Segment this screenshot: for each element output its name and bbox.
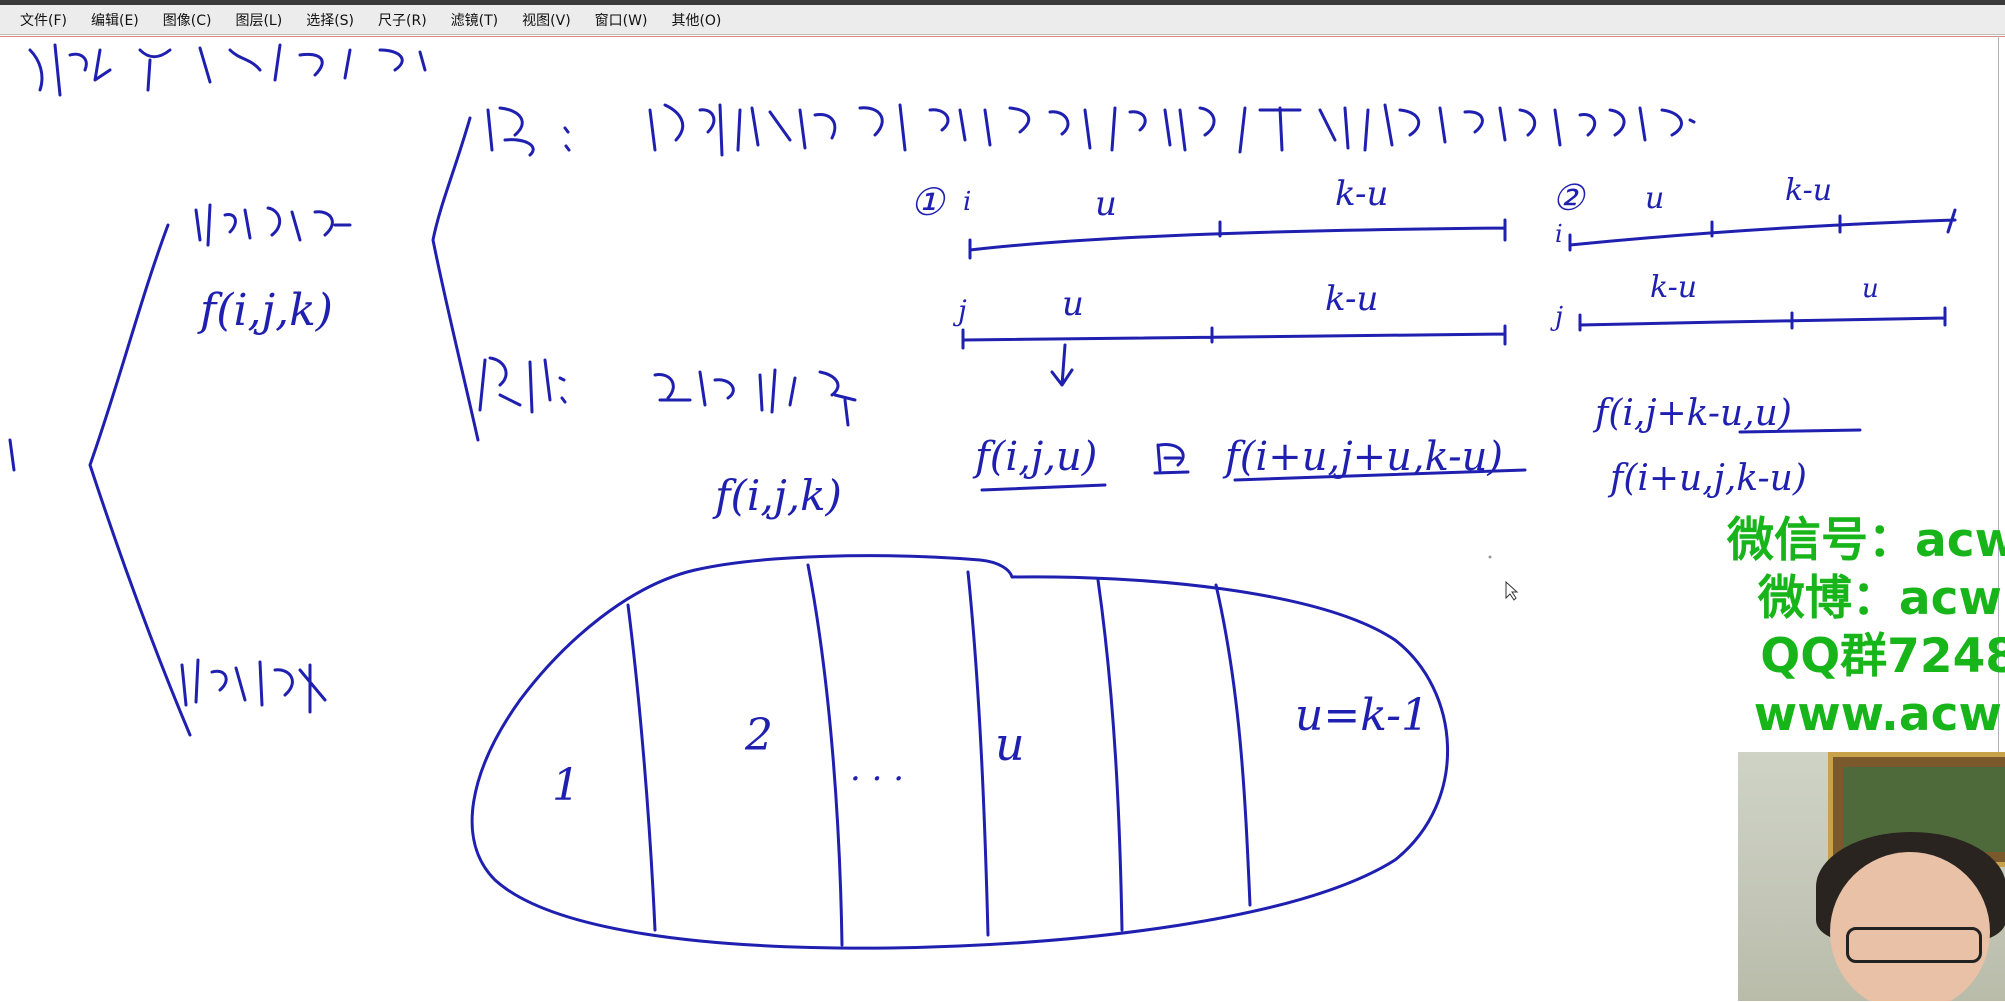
case-1-line-top: [968, 218, 1507, 260]
attribute-value-scribble: [653, 368, 857, 427]
menu-edit[interactable]: 编辑(E): [90, 12, 139, 29]
middle-brace: [431, 116, 480, 442]
left-stub: [8, 438, 16, 472]
title-strip: [0, 0, 2005, 5]
case-1-underline-left: [980, 483, 1107, 492]
canvas-right-border: [1998, 36, 1999, 1001]
menu-filter[interactable]: 滤镜(T): [450, 12, 499, 29]
menu-layer[interactable]: 图层(L): [235, 12, 283, 29]
case-1-u-top: u: [1095, 184, 1117, 224]
watermark-weibo: 微博：acwi: [1757, 571, 2005, 626]
case-1-f-left: f(i,j,u): [972, 434, 1097, 480]
menu-image[interactable]: 图像(C): [162, 12, 212, 29]
case-2-ku-bottom: k-u: [1650, 270, 1697, 305]
watermark-qq: QQ群7248: [1760, 629, 2005, 684]
state-representation-scribble: [194, 203, 352, 247]
partition-line-4: [1096, 578, 1124, 932]
case-2-f-bottom: f(i+u,j,k-u): [1607, 458, 1807, 499]
case-2-u-top: u: [1645, 181, 1664, 216]
case-2-f-top: f(i,j+k-u,u): [1592, 393, 1792, 434]
partition-line-2: [806, 563, 844, 947]
heading-scribble: [28, 43, 427, 97]
segment-k-label: u=k-1: [1295, 690, 1429, 741]
menu-ruler[interactable]: 尺子(R): [378, 12, 427, 29]
cursor-icon: [1505, 580, 1519, 601]
set-definition-scribble: [648, 103, 1696, 157]
case-2-u-bottom: u: [1862, 274, 1879, 304]
case-2-ku-top: k-u: [1785, 173, 1832, 208]
partition-line-1: [626, 603, 657, 932]
presenter-face: [1830, 852, 1990, 1001]
menu-other[interactable]: 其他(O): [671, 12, 722, 29]
segment-dots: · · ·: [850, 759, 904, 799]
state-f-label: f(i,j,k): [197, 285, 333, 336]
partition-line-3: [966, 570, 990, 937]
menu-view[interactable]: 视图(V): [522, 12, 571, 29]
case-1-line-bottom: [961, 324, 1507, 350]
set-label-scribble: [486, 106, 571, 157]
case-1-arrow: [1050, 343, 1074, 387]
case-1-j: j: [952, 294, 967, 327]
drawing-canvas[interactable]: [0, 36, 2005, 1002]
case-2-line-top: [1568, 208, 1957, 252]
watermark-wechat: 微信号：acw: [1727, 513, 2005, 568]
case-1-u-bottom: u: [1062, 284, 1084, 324]
menu-window[interactable]: 窗口(W): [594, 12, 648, 29]
case-1-underline-right: [1233, 468, 1527, 482]
attribute-f-label: f(i,j,k): [712, 471, 842, 520]
case-2-i: i: [1555, 220, 1563, 248]
watermark: 微信号：acw 微博：acwi QQ群7248 www.acwi: [1688, 512, 2005, 744]
menu-select[interactable]: 选择(S): [306, 12, 355, 29]
menu-file[interactable]: 文件(F): [20, 12, 67, 29]
segment-u-label: u: [995, 717, 1025, 771]
case-2-underline: [1738, 428, 1862, 434]
case-1-and-scribble: [1153, 443, 1190, 475]
segment-2-label: 2: [744, 710, 773, 761]
case-1-marker: ①: [910, 180, 946, 224]
case-2-j: j: [1550, 302, 1563, 332]
presenter-glasses: [1846, 927, 1982, 963]
segment-1-label: 1: [552, 760, 580, 811]
attribute-label-scribble: [478, 356, 567, 414]
webcam-overlay: [1738, 752, 2005, 1001]
case-2-line-bottom: [1578, 306, 1947, 332]
state-computation-scribble: [180, 658, 327, 714]
case-1-ku-bottom: k-u: [1325, 279, 1378, 319]
left-brace: [88, 223, 192, 737]
partition-line-5: [1214, 583, 1252, 907]
case-2-marker: ②: [1552, 178, 1586, 219]
set-ellipse: [470, 554, 1450, 950]
menu-bar: 文件(F) 编辑(E) 图像(C) 图层(L) 选择(S) 尺子(R) 滤镜(T…: [0, 5, 2005, 35]
case-1-ku-top: k-u: [1335, 174, 1388, 214]
pen-dot: [1488, 555, 1492, 559]
case-1-i: i: [963, 187, 971, 217]
watermark-website: www.acwi: [1753, 687, 2005, 742]
